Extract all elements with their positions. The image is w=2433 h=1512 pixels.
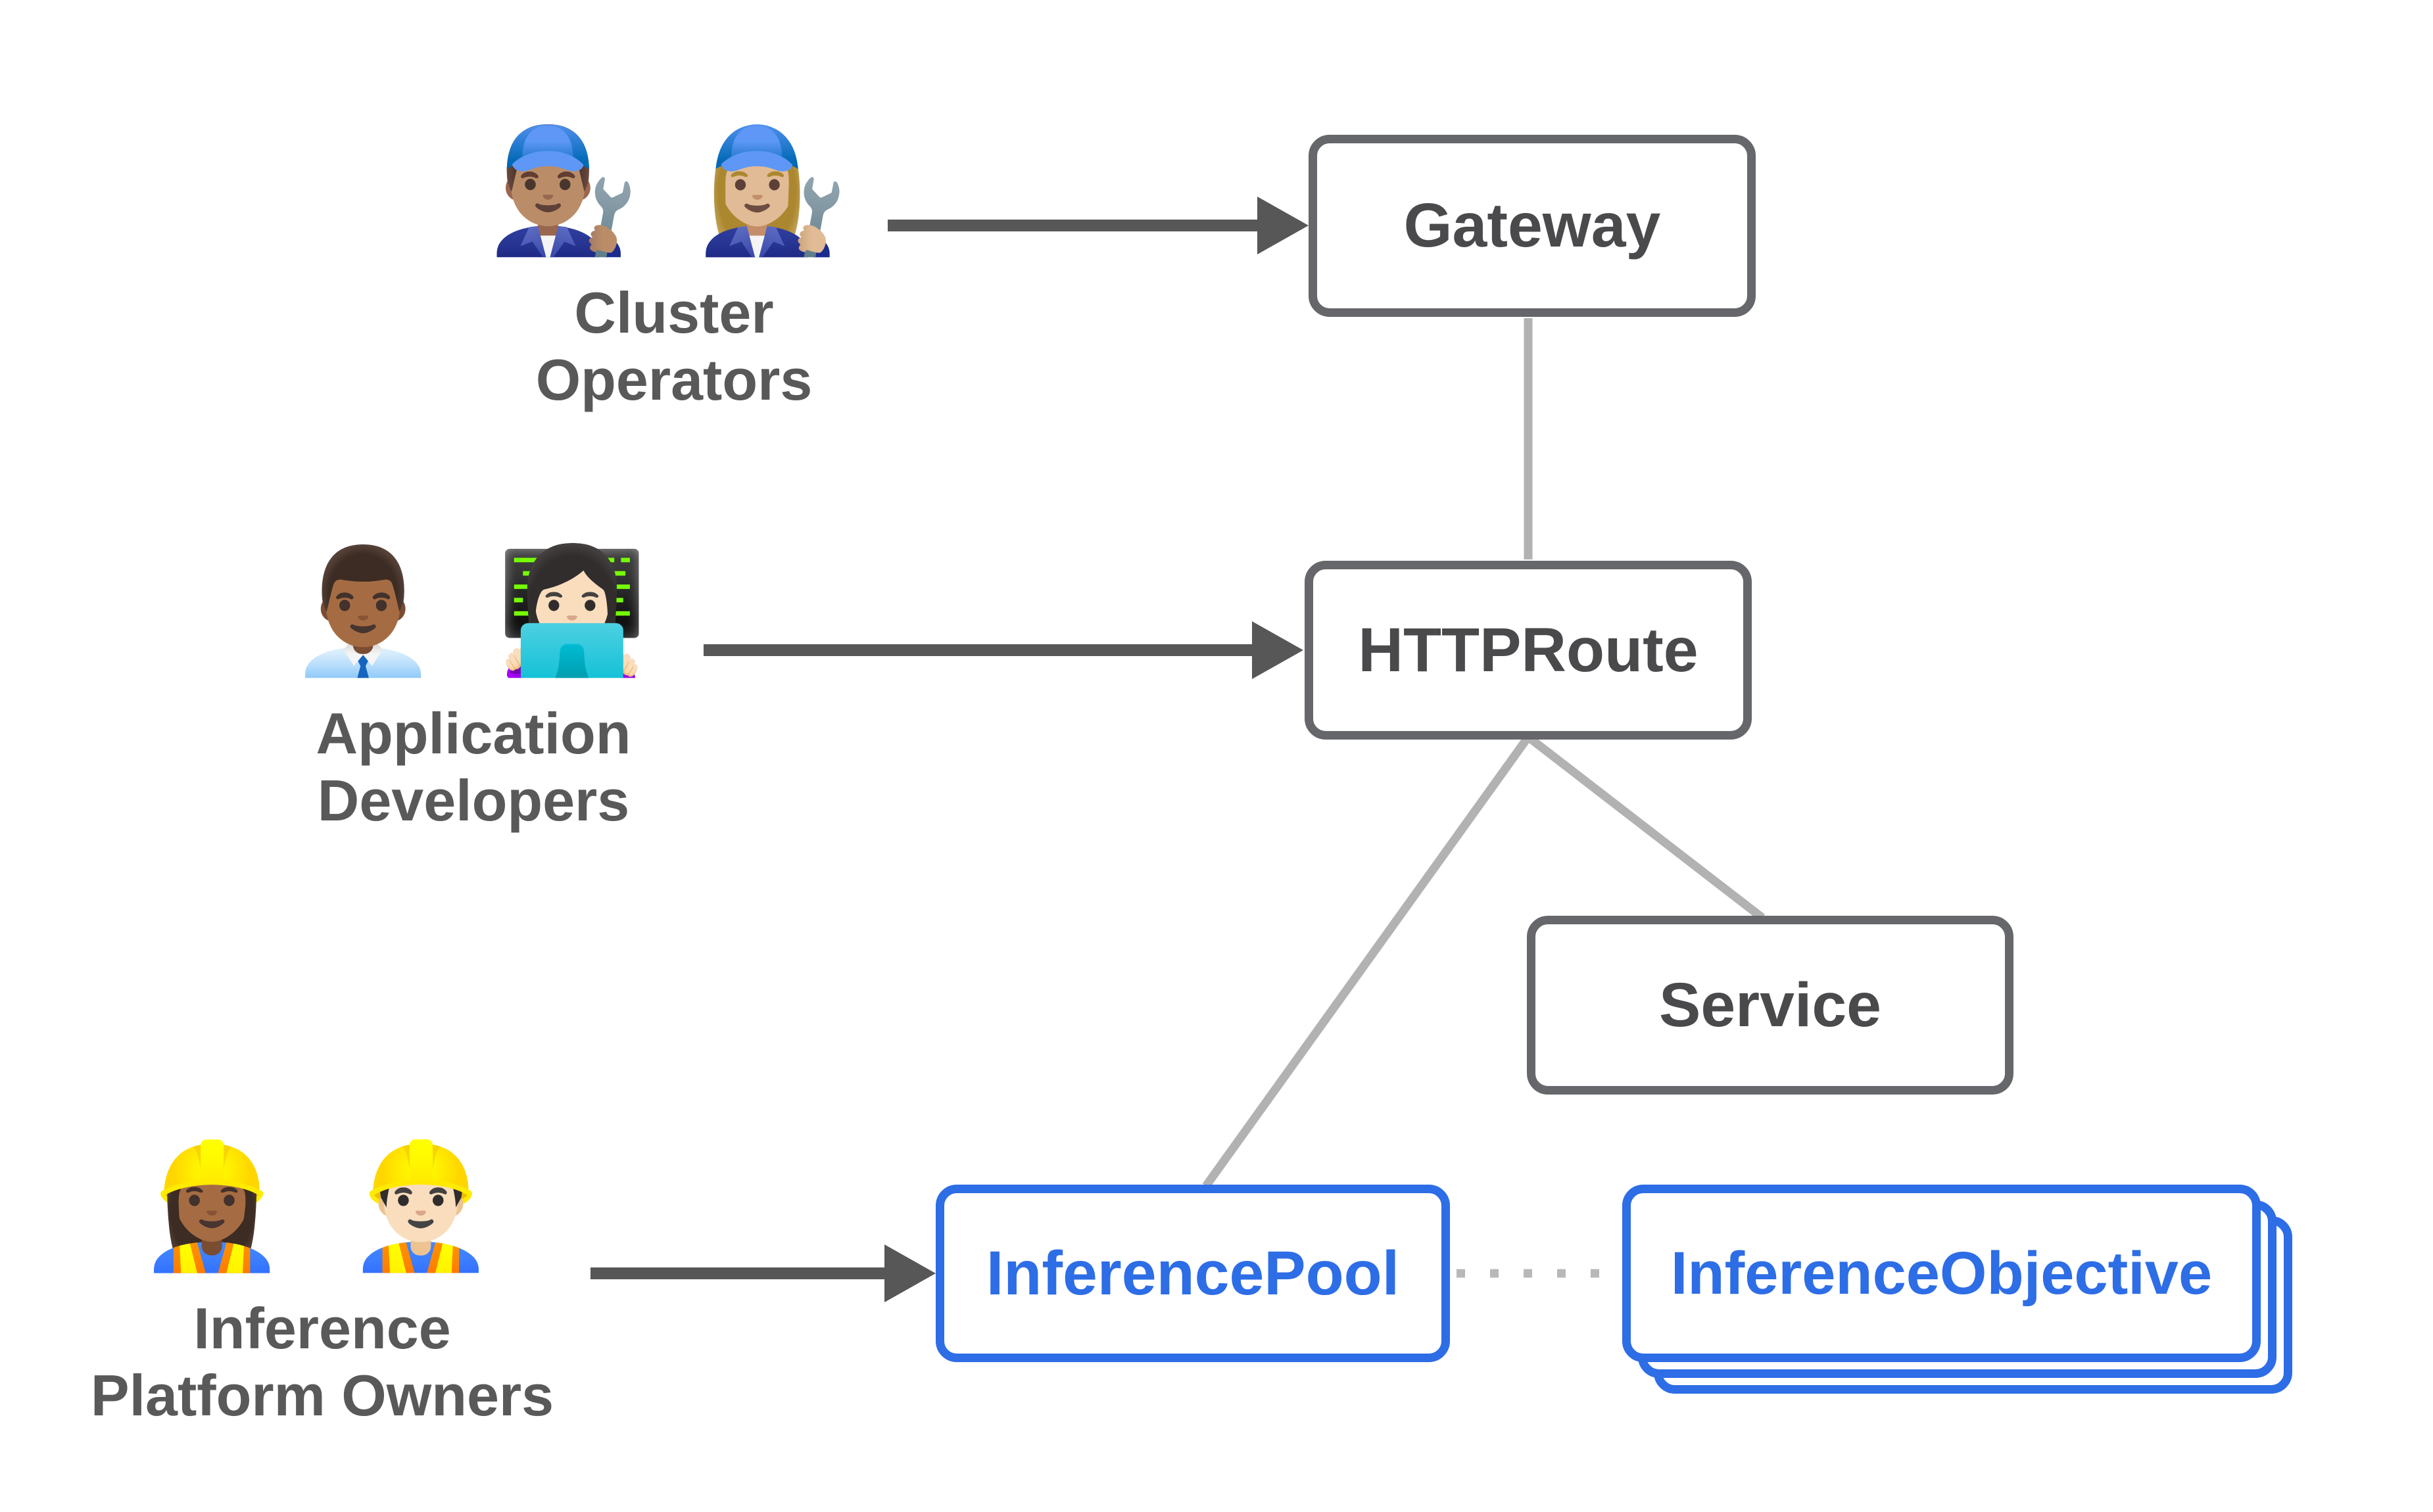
gateway-node-label: Gateway: [1403, 191, 1661, 260]
persona-inference-platform-owners: 👷🏾‍♀️ 👷🏻‍♂️ Inference Platform Owners: [0, 1131, 651, 1429]
httproute-node-label: HTTPRoute: [1358, 615, 1698, 685]
arrow-developers-httproute-head: [1252, 621, 1303, 679]
persona-cluster-operators-label-line1: Cluster: [574, 280, 774, 345]
inferencepool-node: InferencePool: [936, 1185, 1450, 1362]
persona-cluster-operators-label-line2: Operators: [535, 347, 813, 412]
inferenceobjective-node-label: InferenceObjective: [1670, 1239, 2213, 1307]
persona-cluster-operators: 👨🏽‍🔧 👩🏼‍🔧 Cluster Operators: [345, 115, 1003, 413]
persona-application-developers: 👨🏾‍💼 👩🏻‍💻 Application Developers: [145, 536, 802, 834]
persona-inference-platform-owners-label-line1: Inference: [193, 1296, 451, 1361]
service-node-label: Service: [1658, 970, 1882, 1040]
persona-inference-platform-owners-label-line2: Platform Owners: [90, 1363, 554, 1428]
developer-emojis-icon: 👨🏾‍💼 👩🏻‍💻: [287, 544, 660, 679]
construction-worker-emojis-icon: 👷🏾‍♀️ 👷🏻‍♂️: [135, 1139, 509, 1274]
inferencepool-node-label: InferencePool: [986, 1238, 1400, 1308]
arrow-owners-inferencepool-head: [884, 1244, 936, 1302]
connector-httproute-inferencepool: [1202, 734, 1532, 1189]
inferenceobjective-stack: InferenceObjective: [1622, 1185, 2293, 1395]
persona-application-developers-label-line2: Developers: [317, 768, 630, 833]
arrow-operators-gateway-head: [1257, 197, 1309, 254]
mechanic-emojis-icon: 👨🏽‍🔧 👩🏼‍🔧: [487, 123, 861, 258]
gateway-node: Gateway: [1309, 135, 1756, 317]
httproute-node: HTTPRoute: [1305, 561, 1752, 740]
persona-application-developers-label-line1: Application: [316, 701, 631, 766]
inferenceobjective-node: InferenceObjective: [1622, 1185, 2261, 1362]
connector-httproute-service: [1526, 733, 1765, 922]
service-node: Service: [1527, 916, 2013, 1095]
